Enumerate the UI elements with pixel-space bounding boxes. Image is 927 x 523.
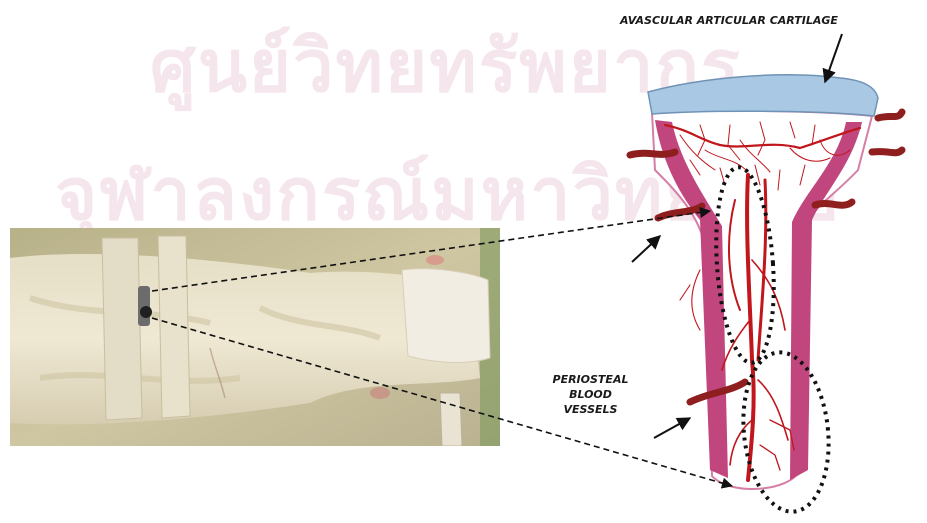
- arrow-periosteal-lower: [654, 418, 690, 438]
- arrow-periosteal-upper: [632, 236, 660, 262]
- arrow-cartilage: [825, 34, 842, 82]
- label-periosteal-line2: BLOOD: [538, 387, 643, 402]
- label-periosteal-line1: PERIOSTEAL: [538, 372, 643, 387]
- dashed-leader-lower: [152, 318, 732, 486]
- label-periosteal-vessels: PERIOSTEAL BLOOD VESSELS: [538, 372, 643, 417]
- articular-cartilage: [648, 75, 878, 116]
- dashed-leader-upper: [152, 211, 710, 291]
- label-periosteal-line3: VESSELS: [538, 402, 643, 417]
- label-avascular-cartilage: AVASCULAR ARTICULAR CARTILAGE: [620, 13, 838, 28]
